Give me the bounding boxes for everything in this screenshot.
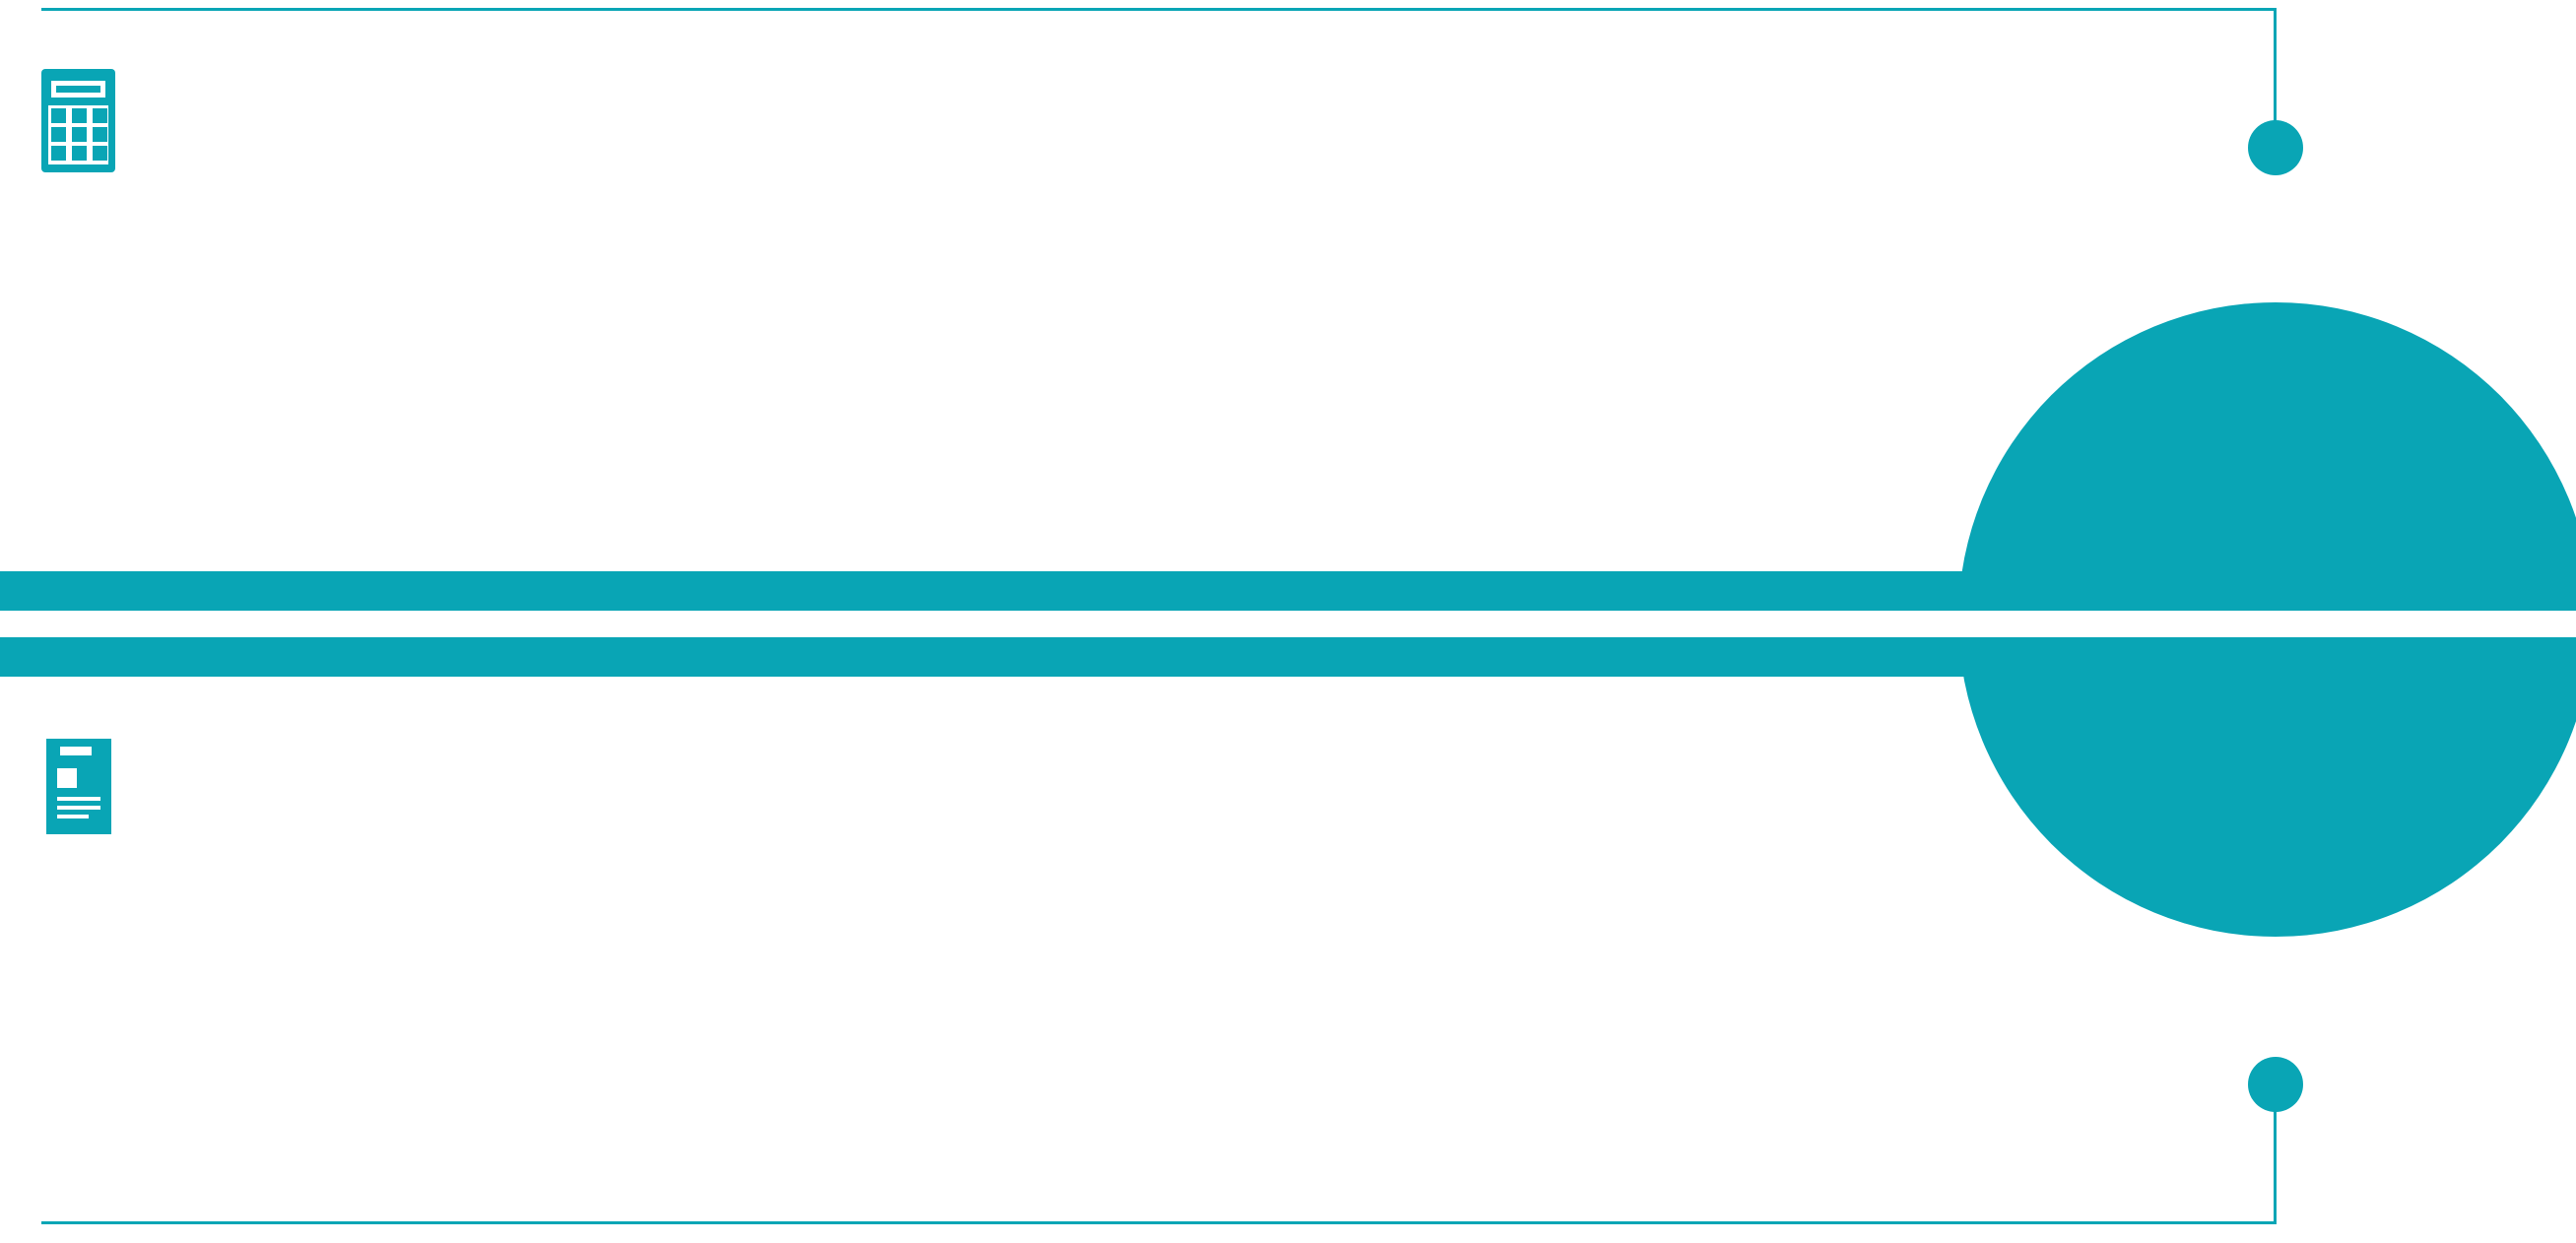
circle-gap-stripe bbox=[1958, 611, 2576, 637]
calculator-icon bbox=[41, 69, 115, 172]
document-text-lines bbox=[57, 797, 100, 818]
document-header-bar bbox=[60, 747, 92, 755]
top-connector-line bbox=[2274, 8, 2277, 128]
top-frame-line bbox=[41, 8, 2276, 11]
bottom-connector-line bbox=[2274, 1093, 2277, 1224]
divider-bar-top bbox=[0, 571, 2276, 611]
calculator-keys bbox=[51, 108, 107, 161]
calculator-display bbox=[56, 86, 100, 93]
document-icon bbox=[46, 739, 111, 834]
document-image-block bbox=[57, 768, 77, 788]
top-connector-dot bbox=[2248, 120, 2303, 175]
divider-bar-bottom bbox=[0, 637, 2276, 677]
bottom-frame-line bbox=[41, 1221, 2276, 1224]
